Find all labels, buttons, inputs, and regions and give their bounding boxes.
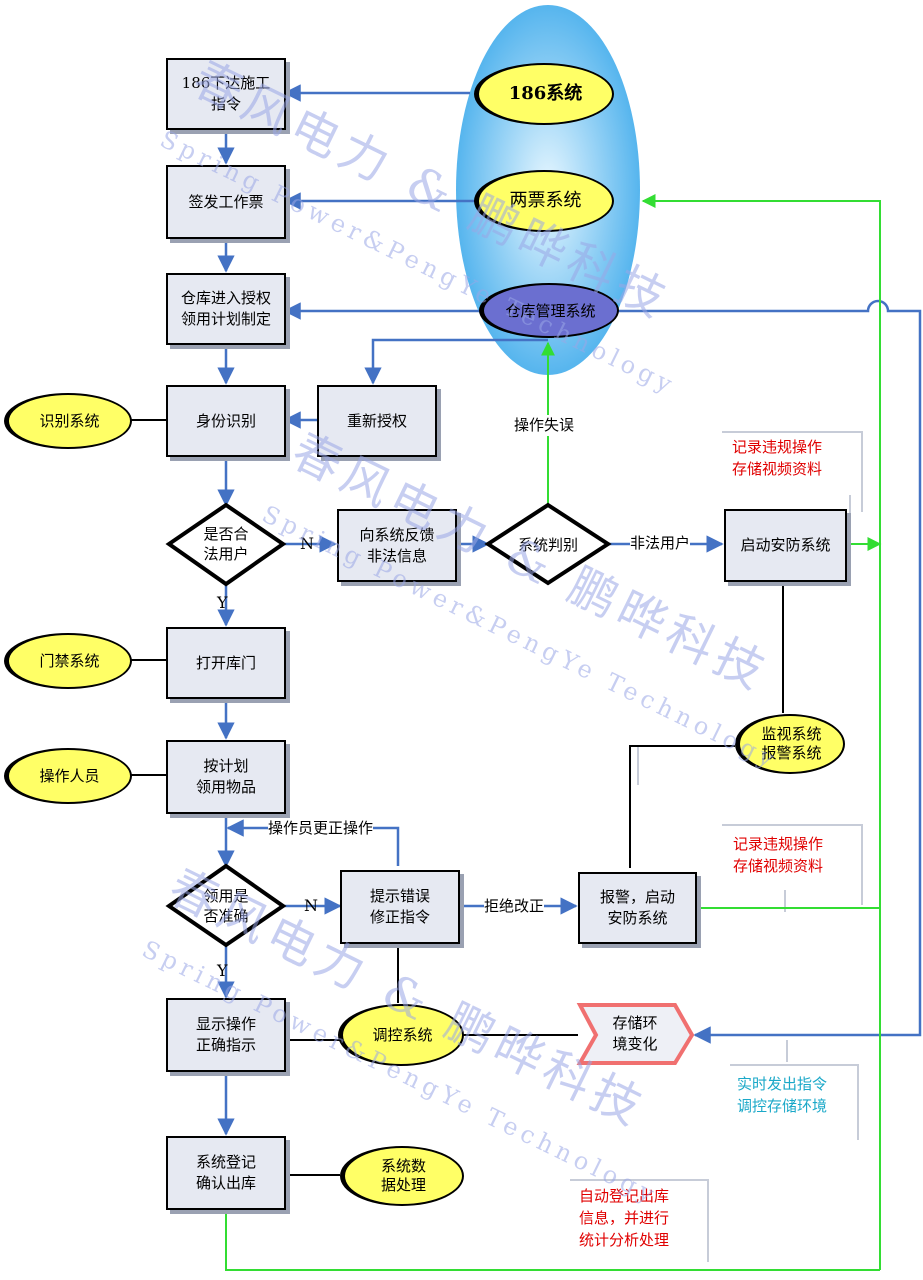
note-record-2: 记录违规操作 存储视频资料 <box>733 835 824 875</box>
ellipse-menjin: 门禁系统 <box>4 633 132 689</box>
label-jujue: 拒绝改正 <box>484 896 545 917</box>
diamond-panbie-label: 系统判别 <box>517 536 578 554</box>
box-186-instruction: 186下达施工 指令 <box>166 58 286 130</box>
note-auto-register: 自动登记出库 信息，并进行 统计分析处理 <box>579 1187 670 1249</box>
ellipse-shuju: 系统数 据处理 <box>340 1146 464 1206</box>
box-shenfen: 身份识别 <box>166 385 286 457</box>
box-fankui: 向系统反馈 非法信息 <box>337 509 457 582</box>
line-dengji-to-green <box>225 1207 880 1271</box>
label-gengzheng: 操作员更正操作 <box>268 818 374 839</box>
label-feifa: 非法用户 <box>630 533 691 554</box>
box-anfang: 启动安防系统 <box>724 509 847 582</box>
note-frames <box>570 431 863 1262</box>
label-n1: N <box>300 534 314 553</box>
box-lingyong: 按计划 领用物品 <box>166 740 286 814</box>
box-xianshi: 显示操作 正确指示 <box>166 998 286 1072</box>
ellipse-cangku: 仓库管理系统 <box>479 283 619 338</box>
box-dengji: 系统登记 确认出库 <box>166 1136 286 1210</box>
box-chongxin: 重新授权 <box>317 385 437 457</box>
arrow-green-to-liangpiao <box>641 194 881 1270</box>
label-shiwu: 操作失误 <box>514 415 575 436</box>
box-baojing: 报警，启动 安防系统 <box>578 872 697 944</box>
note-record-1: 记录违规操作 存储视频资料 <box>732 438 823 478</box>
box-qianfa: 签发工作票 <box>166 165 286 239</box>
label-y2: Y <box>217 961 228 980</box>
diamond-panbie <box>484 502 612 586</box>
label-huanjing: 存储环 境变化 <box>612 1014 658 1053</box>
ellipse-liangpiao: 两票系统 <box>474 170 614 232</box>
ellipse-tiaokong: 调控系统 <box>338 1004 464 1066</box>
label-n2: N <box>304 896 318 915</box>
ellipse-jiankong: 监视系统 报警系统 <box>735 714 845 774</box>
diamond-hefa <box>165 502 287 587</box>
ellipse-186: 186系统 <box>474 63 614 125</box>
ellipse-caozuo: 操作人员 <box>4 748 132 804</box>
note-control: 实时发出指令 调控存储环境 <box>737 1075 828 1115</box>
diamond-hefa-label: 是否合 法用户 <box>203 525 249 563</box>
label-y1: Y <box>217 593 228 612</box>
diamond-zhunque-label: 领用是 否准确 <box>203 887 249 925</box>
arrow-cangku-to-chongxin <box>364 338 548 385</box>
box-kaimen: 打开库门 <box>166 627 286 699</box>
ellipse-shibie: 识别系统 <box>4 393 132 449</box>
box-jinru: 仓库进入授权 领用计划制定 <box>166 273 286 345</box>
box-tishi: 提示错误 修正指令 <box>340 870 460 944</box>
hexagon-huanjing <box>576 1003 695 1065</box>
diamond-zhunque <box>165 863 287 948</box>
